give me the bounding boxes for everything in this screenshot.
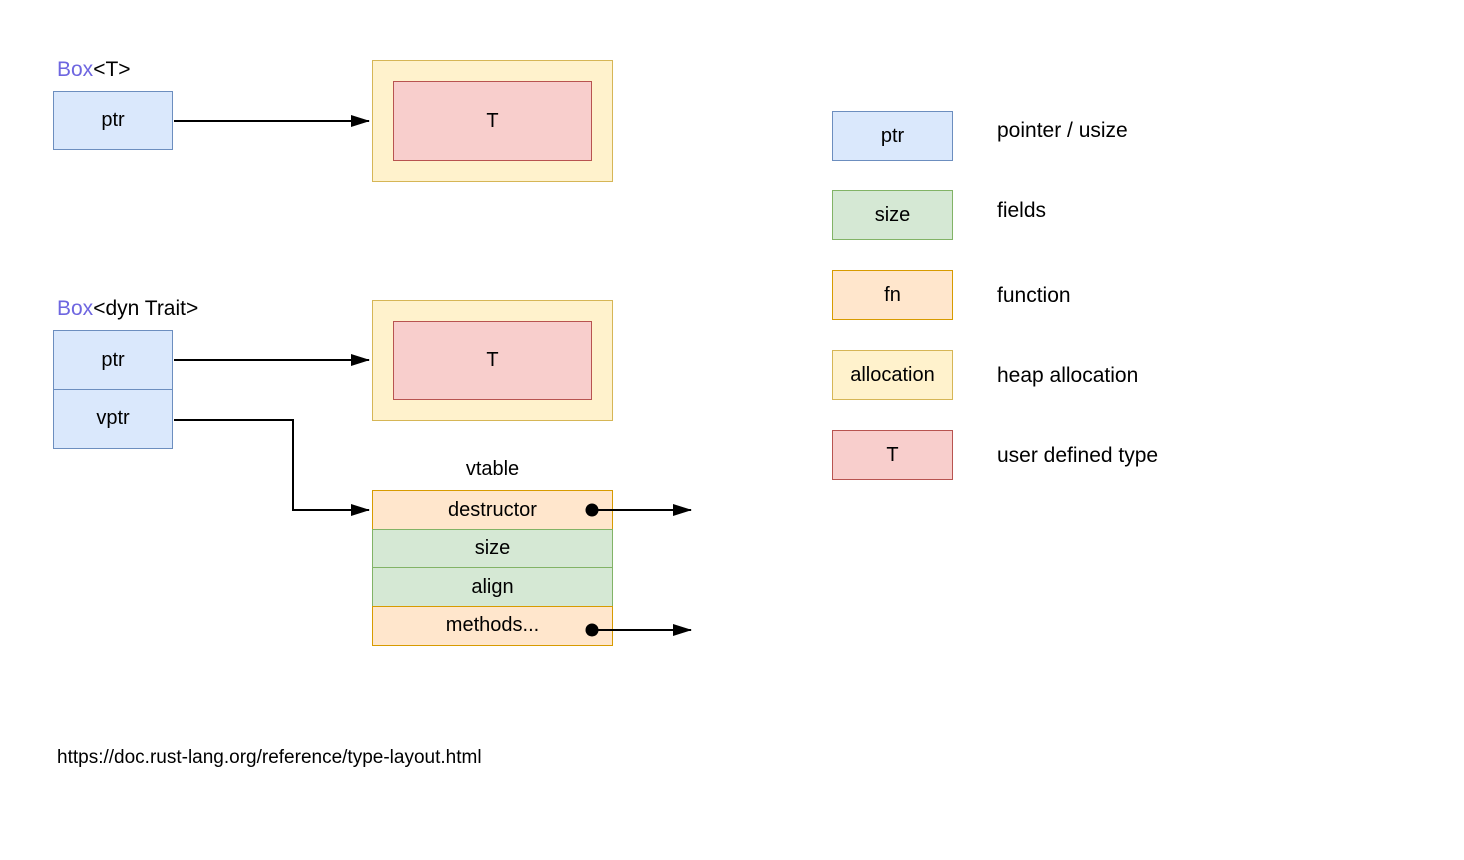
- vtable-row-align: align: [372, 567, 613, 607]
- box-dyn-vptr-cell: vptr: [53, 388, 173, 449]
- legend-swatch-allocation: allocation: [832, 350, 953, 400]
- box-dyn-title-keyword: Box: [57, 297, 94, 320]
- vtable-size-label: size: [474, 537, 511, 559]
- legend-swatch-t: T: [832, 430, 953, 480]
- box-dyn-title: Box<dyn Trait>: [57, 297, 198, 321]
- vtable: destructor size align methods...: [372, 490, 613, 646]
- box-t-title: Box<T>: [57, 58, 131, 82]
- legend-swatch-fn: fn: [832, 270, 953, 320]
- legend-swatch-t-label: T: [886, 443, 899, 466]
- box-dyn-ptr-cell: ptr: [53, 330, 173, 390]
- legend-swatch-ptr-label: ptr: [880, 124, 905, 147]
- box-dyn-title-suffix: <dyn Trait>: [93, 297, 199, 320]
- box-t-ptr-cell: ptr: [53, 91, 173, 150]
- box-dyn-ptr-label: ptr: [101, 348, 125, 371]
- box-dyn-user-type-label: T: [486, 349, 499, 371]
- legend-swatch-allocation-label: allocation: [850, 363, 935, 386]
- vtable-row-size: size: [372, 528, 613, 569]
- box-dyn-vptr-label: vptr: [96, 407, 130, 429]
- box-t-user-type-box: T: [393, 81, 592, 161]
- legend-swatch-fn-label: fn: [884, 283, 901, 306]
- box-dyn-user-type-box: T: [393, 321, 592, 400]
- legend-desc-fields: fields: [997, 199, 1047, 222]
- box-t-title-suffix: <T>: [93, 58, 131, 81]
- vtable-methods-label: methods...: [445, 614, 540, 636]
- legend-desc-function: function: [997, 284, 1071, 307]
- vtable-destructor-label: destructor: [448, 498, 537, 521]
- vtable-title: vtable: [465, 458, 520, 480]
- box-dyn-struct: ptr vptr: [53, 330, 173, 449]
- vtable-row-methods: methods...: [372, 605, 613, 646]
- legend-desc-pointer: pointer / usize: [997, 119, 1128, 142]
- vtable-align-label: align: [471, 575, 514, 598]
- box-t-title-keyword: Box: [57, 58, 94, 81]
- legend-swatch-size-label: size: [874, 203, 911, 226]
- vtable-row-destructor: destructor: [372, 490, 613, 530]
- legend-desc-heap-allocation: heap allocation: [997, 364, 1139, 387]
- box-t-heap-allocation: T: [372, 60, 613, 182]
- box-t-ptr-label: ptr: [101, 109, 125, 131]
- legend-swatch-size: size: [832, 190, 953, 240]
- source-url-text: https://doc.rust-lang.org/reference/type…: [57, 747, 482, 768]
- legend-desc-user-defined-type: user defined type: [997, 444, 1159, 467]
- box-dyn-heap-allocation: T: [372, 300, 613, 421]
- box-dyn-vptr-arrow: [174, 419, 370, 516]
- box-t-user-type-label: T: [486, 109, 499, 132]
- legend-swatch-ptr: ptr: [832, 111, 953, 161]
